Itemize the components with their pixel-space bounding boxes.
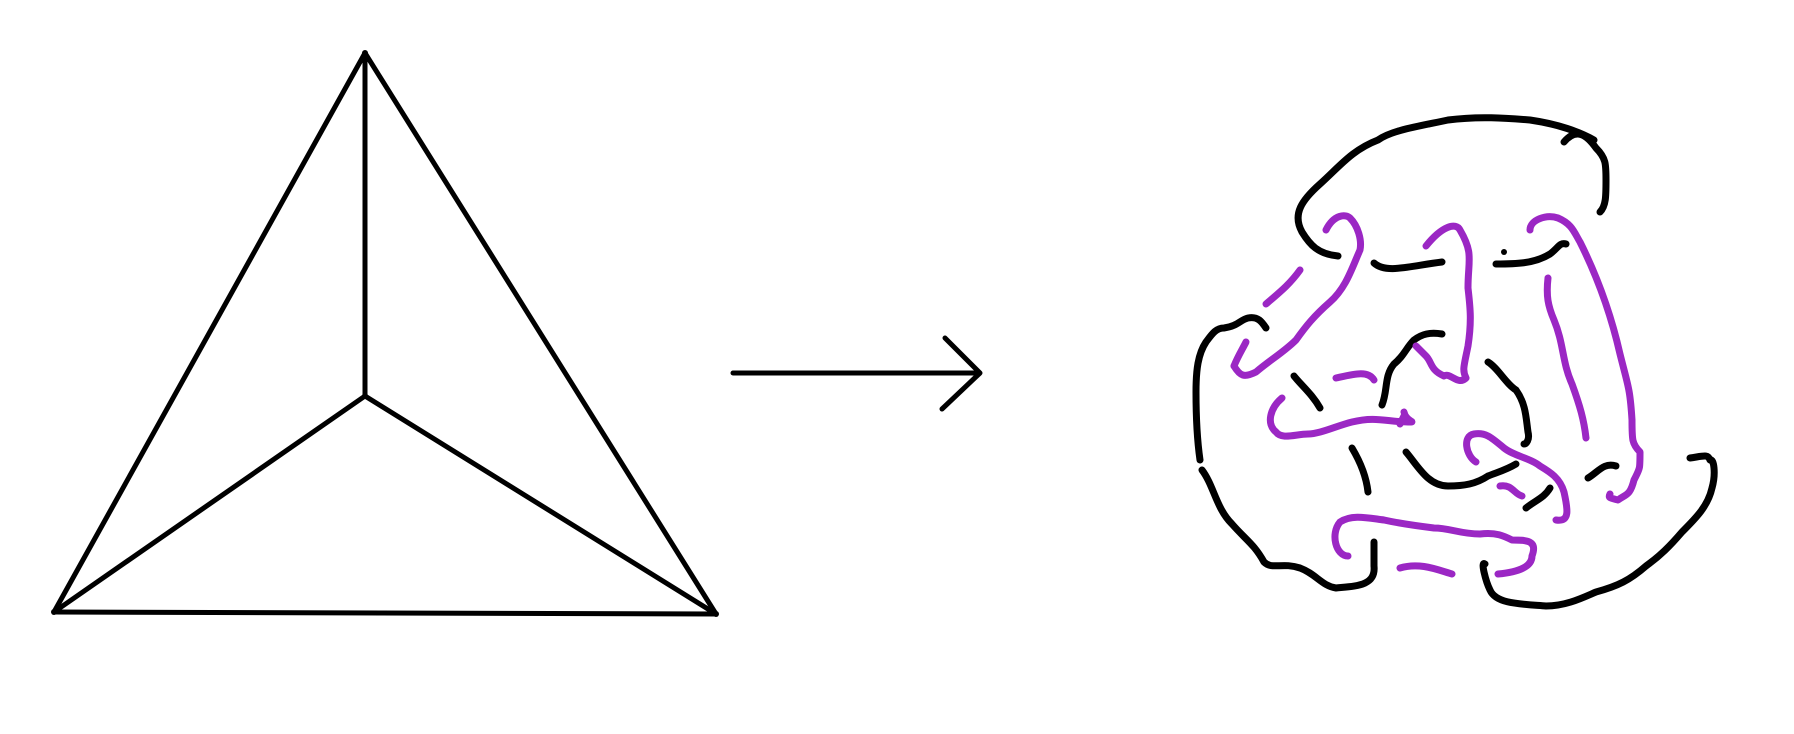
inner-black-2 bbox=[1492, 240, 1570, 268]
purple-10 bbox=[1463, 430, 1571, 524]
inner-black-9 bbox=[1584, 461, 1620, 482]
purple-11 bbox=[1496, 482, 1526, 500]
vertex-top bbox=[362, 50, 368, 56]
purple-5 bbox=[1526, 213, 1644, 504]
arrow-head bbox=[939, 335, 983, 412]
outer-arc-bottom-left bbox=[1198, 466, 1378, 592]
arrow bbox=[730, 335, 983, 412]
purple-3 bbox=[1262, 266, 1304, 308]
tangled-curve-purple bbox=[1230, 212, 1644, 578]
inner-black-5 bbox=[1484, 358, 1532, 448]
edge-bottom bbox=[51, 609, 719, 617]
purple-6 bbox=[1543, 274, 1590, 442]
edge-top-left bbox=[51, 50, 368, 615]
vertex-center bbox=[362, 393, 368, 399]
purple-1 bbox=[1230, 212, 1364, 379]
purple-12 bbox=[1331, 513, 1537, 578]
purple-4 bbox=[1412, 222, 1474, 384]
tangled-curve-black bbox=[1192, 114, 1718, 610]
vertex-right bbox=[713, 611, 719, 617]
inner-black-6 bbox=[1348, 444, 1372, 496]
inner-black-7 bbox=[1402, 448, 1520, 490]
edge-top-right bbox=[362, 50, 719, 617]
outer-arc-left bbox=[1192, 314, 1270, 464]
vertex-left bbox=[51, 609, 57, 615]
dot-black bbox=[1501, 249, 1507, 255]
inner-black-8 bbox=[1522, 484, 1554, 512]
outer-arc-top bbox=[1294, 114, 1598, 260]
edge-center-right bbox=[362, 393, 719, 617]
inner-black-4 bbox=[1290, 372, 1324, 412]
purple-13 bbox=[1396, 562, 1456, 578]
inner-black-3 bbox=[1378, 329, 1446, 409]
tetrahedron-graph bbox=[51, 50, 719, 617]
purple-7 bbox=[1332, 370, 1378, 384]
edge-center-left bbox=[51, 393, 368, 615]
purple-9 bbox=[1396, 412, 1408, 428]
outer-arc-top-right bbox=[1560, 130, 1610, 216]
purple-2 bbox=[1230, 338, 1250, 370]
outer-arc-bottom-right bbox=[1479, 452, 1718, 610]
purple-8 bbox=[1266, 394, 1416, 440]
inner-black-1 bbox=[1370, 258, 1446, 273]
